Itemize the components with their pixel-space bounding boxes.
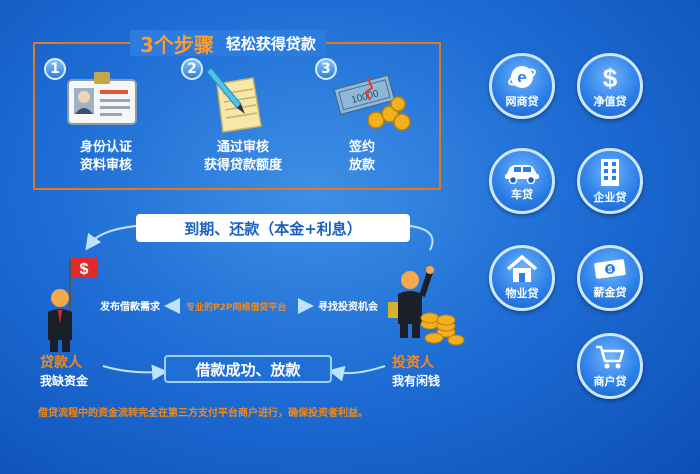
step-1-line2: 资料审核	[79, 158, 132, 173]
platform-label: 专业的P2P网络借贷平台	[186, 303, 287, 313]
loan-type-enterprise[interactable]: 企业贷	[577, 148, 643, 214]
shopping-cart-icon	[596, 345, 625, 369]
loan-type-car[interactable]: 车贷	[489, 148, 555, 214]
loan-type-label: 网商贷	[505, 95, 539, 108]
success-arrow-left	[102, 364, 168, 381]
borrower-figure: $	[40, 254, 110, 354]
step-2-number: 2	[181, 58, 203, 80]
money-coins-icon: 10000	[332, 70, 412, 132]
repay-banner: 到期、还款（本金+利息）	[136, 214, 410, 242]
find-invest-label: 寻找投资机会	[318, 302, 378, 313]
flag-icon	[70, 258, 98, 278]
loan-type-merchant[interactable]: 商户贷	[577, 333, 643, 399]
loan-type-online-merchant[interactable]: e 网商贷	[489, 53, 555, 119]
steps-title-main: 3个步骤	[140, 32, 214, 57]
loan-type-label: 商户贷	[593, 375, 627, 388]
svg-text:$: $	[80, 261, 89, 278]
borrower-title: 贷款人	[40, 355, 82, 371]
success-arrow-right	[328, 365, 386, 382]
step-1-label: 身份认证 资料审核	[66, 139, 146, 175]
success-banner: 借款成功、放款	[164, 355, 332, 383]
document-pen-icon	[203, 64, 271, 134]
coins-icon	[420, 312, 465, 346]
investor-figure	[386, 262, 466, 352]
step-3-label: 签约 放款	[332, 139, 392, 175]
car-icon	[505, 165, 539, 184]
building-icon	[601, 159, 619, 186]
step-3-line1: 签约	[348, 140, 375, 155]
investor-title: 投资人	[392, 355, 434, 371]
step-3-number: 3	[315, 58, 337, 80]
footer-note: 借贷流程中的资金流转完全在第三方支付平台商户进行，确保投资者利益。	[38, 408, 368, 419]
step-2-line2: 获得贷款额度	[203, 158, 282, 173]
e-browser-icon: e	[508, 66, 536, 88]
borrower-subtitle: 我缺资金	[40, 374, 89, 388]
loan-type-label: 薪金贷	[593, 286, 627, 299]
loan-type-salary[interactable]: $ 薪金贷	[577, 245, 643, 311]
step-2-line1: 通过审核	[216, 140, 269, 155]
loan-type-label: 净值贷	[593, 95, 627, 108]
steps-title-sub: 轻松获得贷款	[225, 34, 316, 53]
loan-type-net-worth[interactable]: $ 净值贷	[577, 53, 643, 119]
svg-text:e: e	[517, 68, 526, 87]
step-2-label: 通过审核 获得贷款额度	[193, 139, 293, 175]
svg-text:$: $	[608, 265, 613, 274]
repay-arrow-left	[85, 225, 137, 251]
loan-type-label: 企业贷	[593, 191, 627, 204]
step-1-line1: 身份认证	[79, 140, 132, 155]
publish-need-label: 发布借款需求	[100, 302, 160, 313]
cash-icon: $	[594, 259, 626, 279]
id-card-icon	[66, 72, 138, 126]
steps-title: 3个步骤 轻松获得贷款	[130, 30, 326, 57]
loan-type-label: 车贷	[511, 188, 533, 201]
house-icon	[506, 255, 538, 282]
repay-arrow-right	[409, 225, 434, 251]
svg-text:$: $	[603, 63, 618, 91]
loan-type-property[interactable]: 物业贷	[489, 245, 555, 311]
investor-subtitle: 我有闲钱	[392, 374, 441, 388]
loan-type-label: 物业贷	[505, 287, 539, 300]
step-1-number: 1	[44, 58, 66, 80]
dollar-icon: $	[603, 63, 618, 91]
step-3-line2: 放款	[348, 158, 375, 173]
